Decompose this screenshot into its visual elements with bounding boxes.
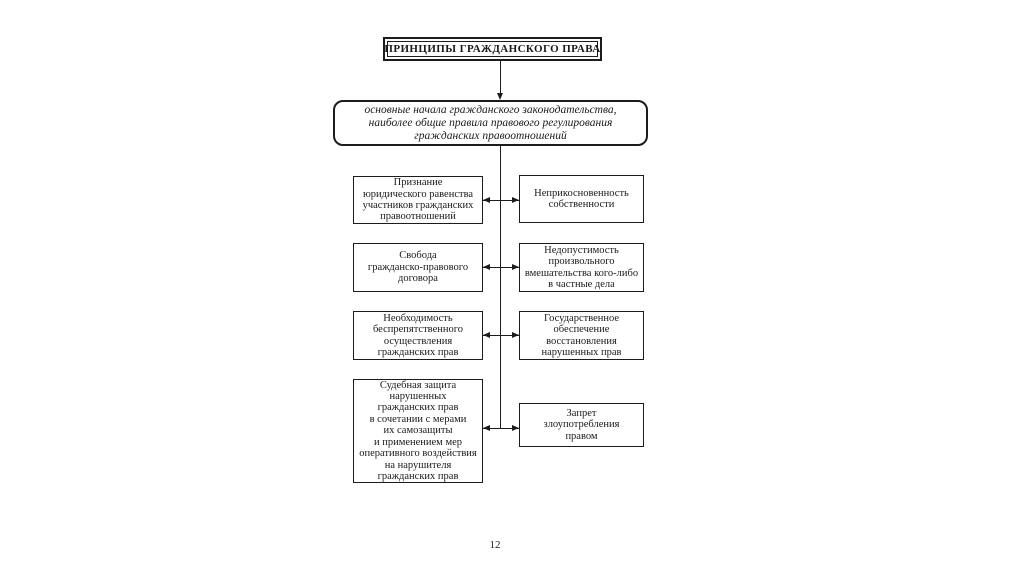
principle-text: Запрет злоупотребления правом	[543, 407, 620, 442]
double-arrow-icon	[483, 196, 519, 203]
definition-box: основные начала гражданского законодател…	[333, 100, 648, 146]
principle-text: Признание юридического равенства участни…	[362, 177, 474, 223]
principle-text: Судебная защита нарушенных гражданских п…	[359, 379, 477, 482]
principle-text: Недопустимость произвольного вмешательст…	[524, 244, 639, 290]
principle-text: Необходимость беспрепятственного осущест…	[372, 312, 464, 358]
principle-box-judicial-protection: Судебная защита нарушенных гражданских п…	[353, 379, 483, 483]
principle-box-equality: Признание юридического равенства участни…	[353, 176, 483, 224]
central-spine-line	[500, 146, 501, 428]
principle-box-abuse-of-right-ban: Запрет злоупотребления правом	[519, 403, 644, 447]
connector-title-to-definition	[500, 61, 501, 95]
definition-text: основные начала гражданского законодател…	[364, 103, 617, 142]
principle-text: Свобода гражданско-правового договора	[367, 250, 469, 285]
principle-text: Неприкосновенность собственности	[534, 187, 629, 210]
page-number: 12	[489, 539, 501, 551]
principle-box-no-arbitrary-interference: Недопустимость произвольного вмешательст…	[519, 243, 644, 292]
principle-box-freedom-of-contract: Свобода гражданско-правового договора	[353, 243, 483, 292]
arrowhead-down-icon	[497, 93, 503, 100]
principle-text: Государственное обеспечение восстановлен…	[541, 312, 622, 358]
double-arrow-icon	[483, 263, 519, 270]
double-arrow-icon	[483, 424, 519, 431]
double-arrow-icon	[483, 331, 519, 338]
principle-box-state-restoration: Государственное обеспечение восстановлен…	[519, 311, 644, 360]
principle-box-inviolability-of-property: Неприкосновенность собственности	[519, 175, 644, 223]
diagram-title-box: ПРИНЦИПЫ ГРАЖДАНСКОГО ПРАВА	[383, 37, 602, 61]
diagram-title: ПРИНЦИПЫ ГРАЖДАНСКОГО ПРАВА	[384, 41, 601, 57]
principle-box-unhindered-exercise: Необходимость беспрепятственного осущест…	[353, 311, 483, 360]
